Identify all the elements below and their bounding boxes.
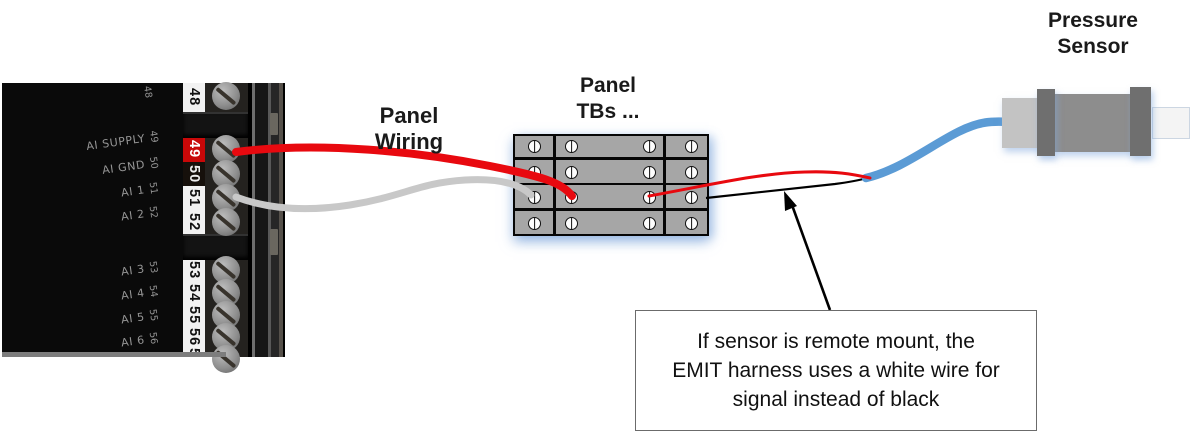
tb-screw bbox=[685, 165, 698, 179]
tb-divider bbox=[515, 182, 707, 185]
terminal-number: 53 bbox=[186, 260, 202, 280]
terminal-cell-49-highlighted: 49 bbox=[183, 136, 205, 162]
panel-edge-strip bbox=[279, 83, 283, 357]
terminal-cell-54: 54 bbox=[183, 282, 205, 304]
terminal-number: 52 bbox=[186, 213, 202, 232]
red-panel-wire bbox=[232, 143, 576, 200]
module-screw-52 bbox=[212, 208, 240, 236]
terminal-gap bbox=[183, 112, 248, 138]
tb-screw bbox=[643, 140, 656, 153]
terminal-cell-53: 53 bbox=[183, 258, 205, 282]
tb-screw bbox=[685, 216, 698, 230]
tb-screw bbox=[565, 216, 578, 230]
panel-slot bbox=[270, 113, 278, 135]
thin-red-wire bbox=[647, 170, 872, 198]
terminal-number: 54 bbox=[186, 283, 202, 303]
sensor-band-right bbox=[1130, 87, 1151, 156]
callout-arrow-head bbox=[784, 191, 797, 211]
terminal-cell-48: 48 bbox=[183, 83, 205, 112]
tb-screw bbox=[685, 191, 698, 204]
sensor-tip bbox=[1152, 107, 1190, 139]
tb-screw bbox=[643, 216, 656, 230]
panel-edge-strip bbox=[271, 83, 279, 357]
panel-terminal-block bbox=[513, 134, 709, 236]
tb-divider bbox=[515, 208, 707, 211]
terminal-number: 51 bbox=[186, 189, 202, 208]
sensor-band-left bbox=[1037, 89, 1055, 156]
terminal-number: 50 bbox=[186, 164, 202, 184]
blue-sensor-cable bbox=[861, 117, 1015, 183]
terminal-cell-55: 55 bbox=[183, 304, 205, 326]
terminal-cell-50: 50 bbox=[183, 162, 205, 186]
terminal-cell-56: 56 bbox=[183, 326, 205, 348]
tb-screw bbox=[643, 165, 656, 179]
terminal-number: 56 bbox=[186, 327, 202, 347]
terminal-number: 49 bbox=[186, 139, 202, 159]
module-screw-partial bbox=[212, 345, 240, 373]
pressure-sensor-line1: Pressure bbox=[1048, 9, 1138, 32]
gray-panel-wire bbox=[232, 176, 535, 213]
callout-arrow-line bbox=[790, 204, 832, 311]
panel-slot bbox=[270, 229, 278, 255]
black-signal-wire bbox=[705, 176, 868, 200]
panel-edge-strip bbox=[268, 83, 271, 357]
terminal-cell-51: 51 bbox=[183, 186, 205, 211]
callout-box: If sensor is remote mount, the EMIT harn… bbox=[635, 310, 1037, 431]
terminal-number: 48 bbox=[186, 88, 202, 107]
tb-screw bbox=[528, 216, 541, 230]
terminal-gap bbox=[183, 234, 248, 260]
panel-edge-strip bbox=[248, 83, 252, 357]
pressure-sensor-label: Pressure Sensor bbox=[1033, 8, 1153, 60]
panel-bottom-edge bbox=[2, 352, 226, 357]
tb-screw bbox=[685, 140, 698, 153]
tb-screw bbox=[528, 140, 541, 153]
sensor-body bbox=[1055, 94, 1133, 152]
panel-wiring-label: Panel Wiring bbox=[374, 103, 444, 154]
panel-tbs-label: Panel TBs ... bbox=[558, 73, 658, 125]
panel-tbs-line2: TBs ... bbox=[576, 100, 640, 123]
tb-divider bbox=[515, 157, 707, 160]
terminal-cell-52: 52 bbox=[183, 211, 205, 234]
callout-line2: EMIT harness uses a white wire for bbox=[672, 359, 1000, 382]
panel-edge-strip bbox=[283, 83, 285, 357]
tb-divider bbox=[663, 136, 666, 234]
panel-edge-strip bbox=[252, 83, 255, 357]
module-screw-48 bbox=[212, 82, 240, 110]
terminal-number: 55 bbox=[186, 305, 202, 325]
pressure-sensor-line2: Sensor bbox=[1057, 35, 1129, 58]
callout-line3: signal instead of black bbox=[732, 388, 940, 411]
panel-tbs-line1: Panel bbox=[579, 74, 637, 97]
callout-line1: If sensor is remote mount, the bbox=[697, 330, 975, 353]
tb-screw bbox=[565, 140, 578, 153]
tb-screw bbox=[565, 165, 578, 179]
